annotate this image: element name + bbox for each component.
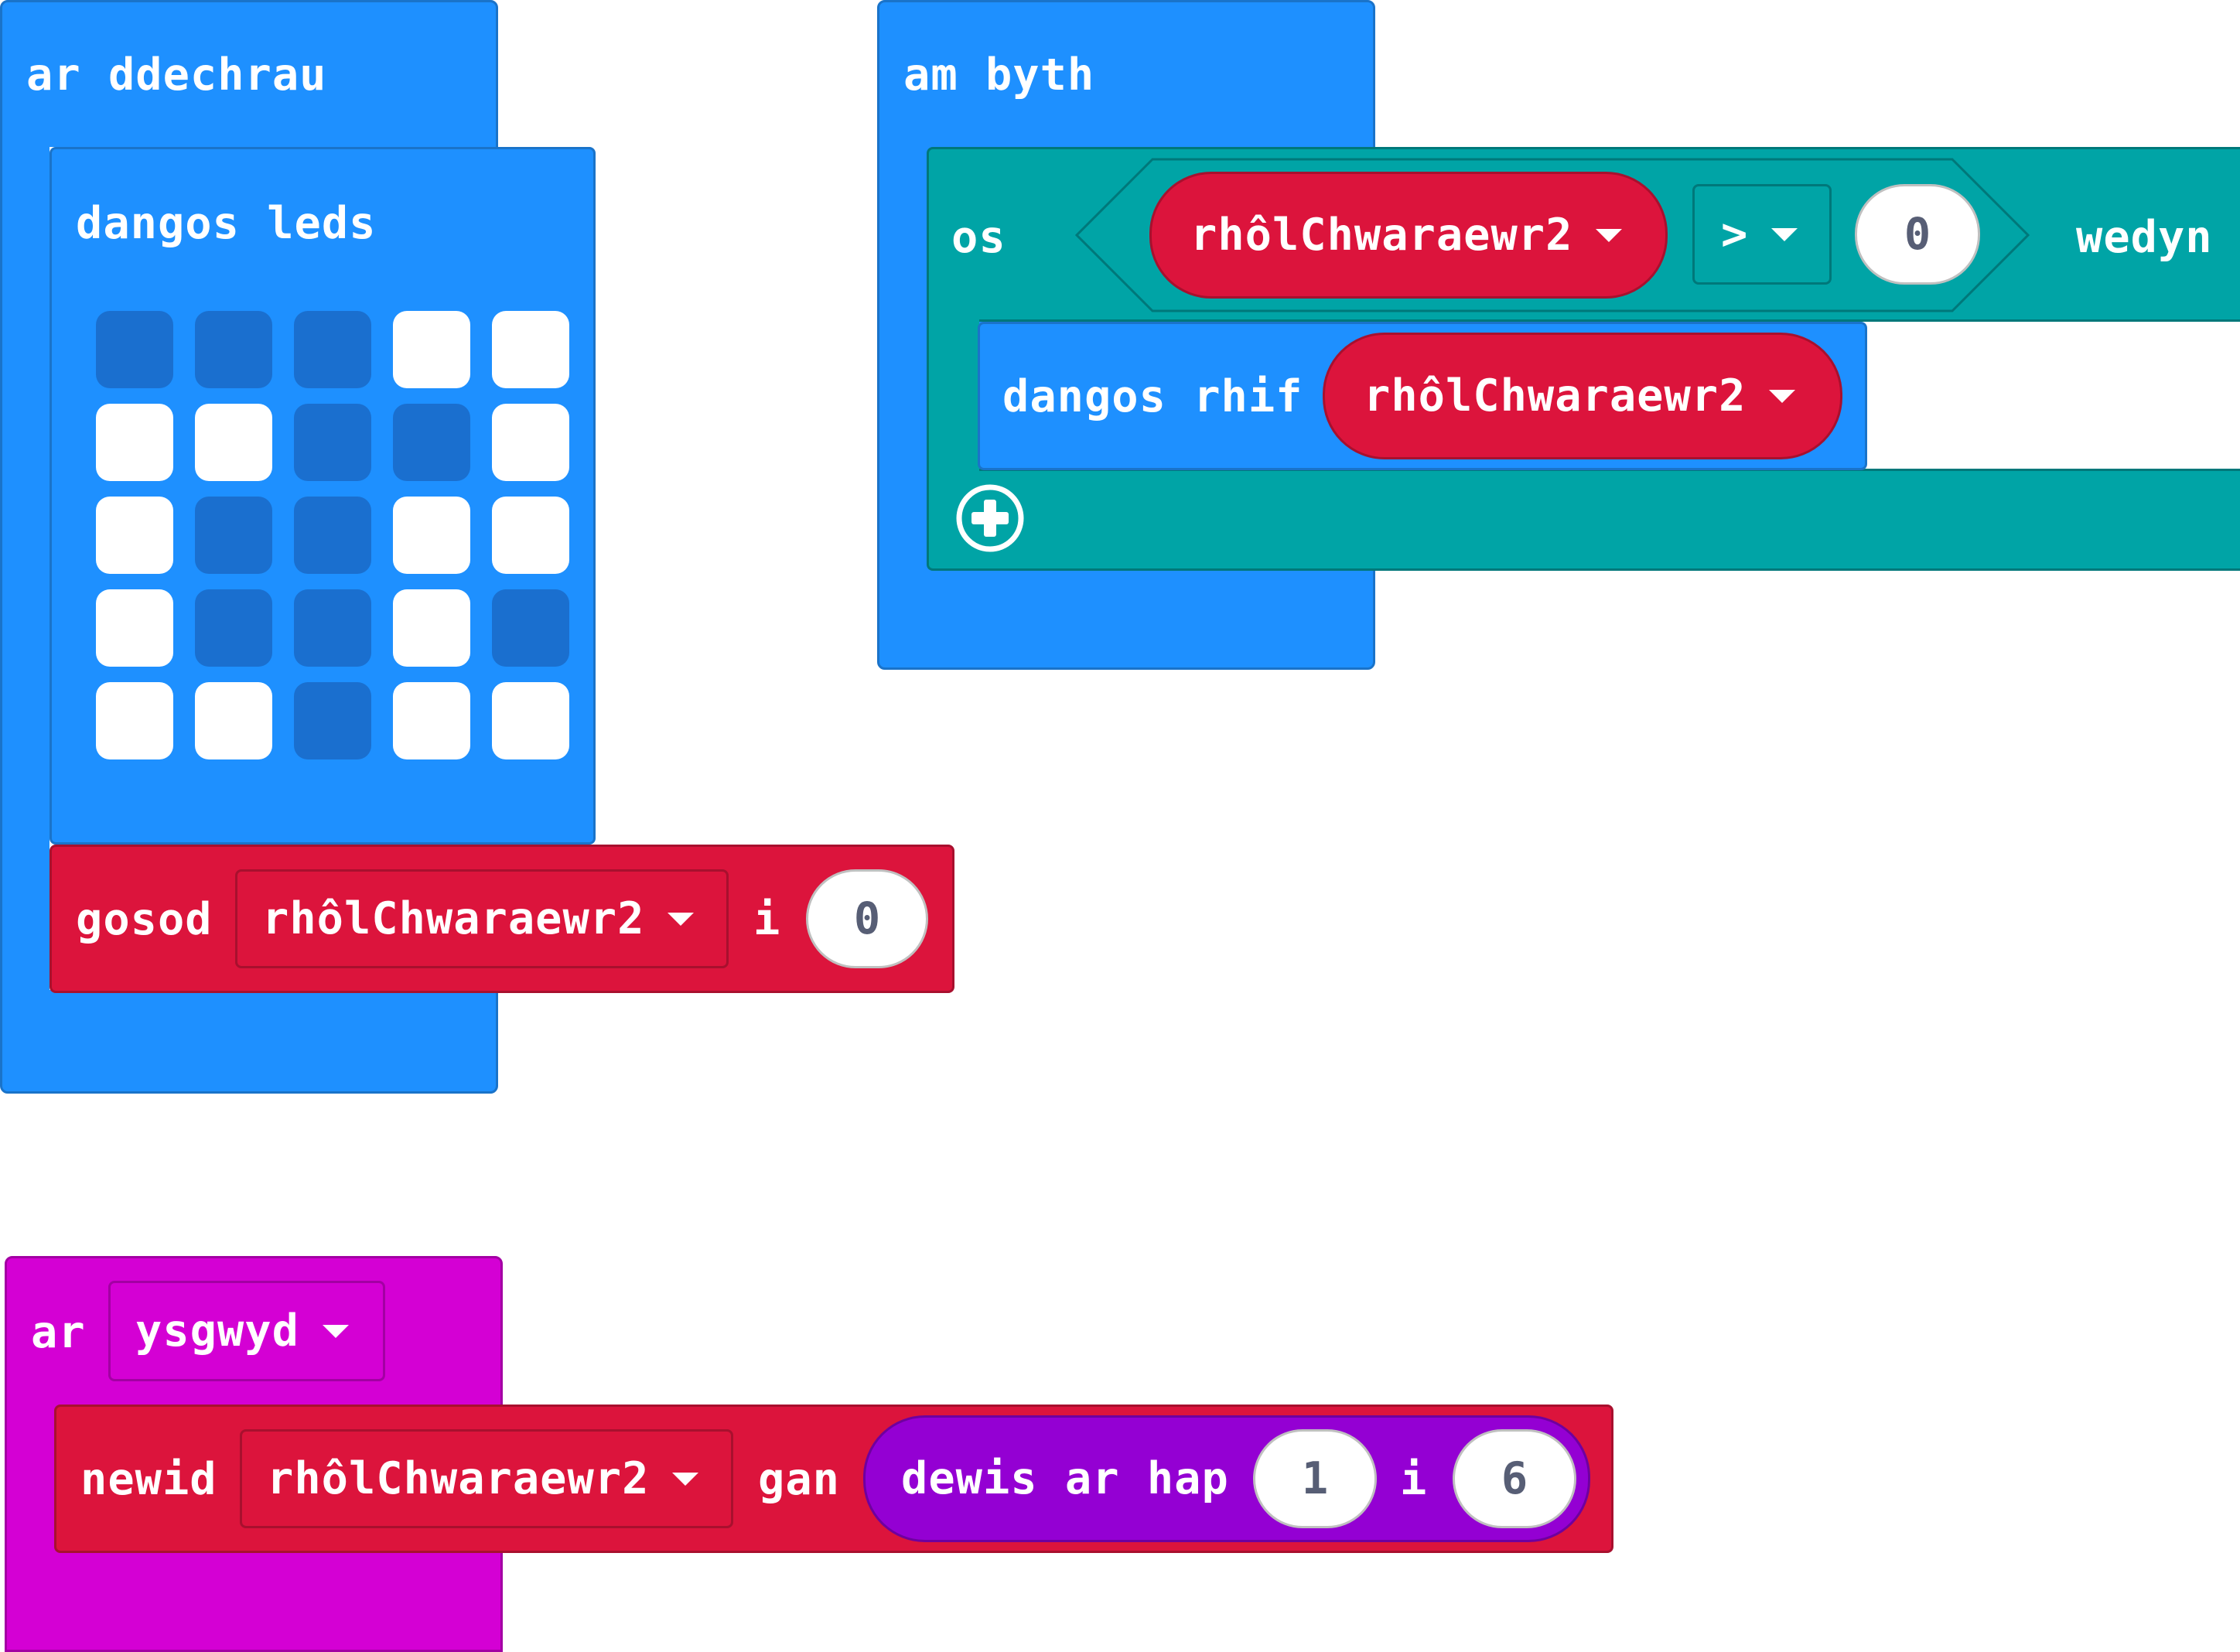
led-cell[interactable] [195, 404, 272, 481]
forever-label: am byth [903, 49, 1095, 101]
set-label: gosod [76, 894, 213, 945]
then-label: wedyn [2076, 212, 2213, 263]
operator-dropdown[interactable]: > [1692, 184, 1832, 285]
random-to-input[interactable]: 6 [1453, 1429, 1576, 1528]
show-leds-label: dangos leds [76, 198, 377, 249]
if-label: os [951, 212, 1006, 263]
led-cell[interactable] [96, 497, 173, 574]
led-cell[interactable] [195, 682, 272, 759]
event-option: ysgwyd [135, 1306, 299, 1357]
led-cell[interactable] [492, 404, 569, 481]
set-variable-name: rhôlChwaraewr2 [262, 893, 645, 944]
operator-symbol: > [1721, 209, 1749, 260]
by-label: gan [758, 1454, 840, 1505]
led-cell[interactable] [195, 311, 272, 388]
set-value-input[interactable]: 0 [806, 869, 928, 968]
chevron-down-icon [322, 1324, 349, 1338]
led-cell[interactable] [393, 311, 470, 388]
change-variable-dropdown[interactable]: rhôlChwaraewr2 [240, 1429, 733, 1528]
chevron-down-icon [672, 1472, 699, 1486]
show-number-label: dangos rhif [1002, 371, 1303, 422]
led-cell[interactable] [96, 682, 173, 759]
led-cell[interactable] [294, 589, 371, 667]
on-start-label: ar ddechrau [26, 49, 327, 101]
led-cell[interactable] [294, 311, 371, 388]
show-number-variable-name: rhôlChwaraewr2 [1364, 370, 1747, 422]
led-cell[interactable] [492, 589, 569, 667]
random-from-input[interactable]: 1 [1253, 1429, 1377, 1528]
random-label: dewis ar hap [901, 1453, 1229, 1504]
set-to-label: i [753, 894, 781, 945]
led-cell[interactable] [294, 682, 371, 759]
on-shake-label: ar [31, 1307, 86, 1358]
event-dropdown[interactable]: ysgwyd [108, 1281, 385, 1381]
led-cell[interactable] [294, 404, 371, 481]
led-cell[interactable] [294, 497, 371, 574]
if-block-spine [927, 317, 979, 473]
led-cell[interactable] [492, 497, 569, 574]
condition-variable-name: rhôlChwaraewr2 [1190, 210, 1573, 261]
led-cell[interactable] [393, 497, 470, 574]
led-cell[interactable] [195, 497, 272, 574]
change-label: newid [80, 1454, 217, 1505]
chevron-down-icon [1771, 227, 1798, 241]
led-cell[interactable] [96, 589, 173, 667]
led-grid[interactable] [96, 311, 572, 759]
led-cell[interactable] [492, 311, 569, 388]
if-block-bottom [927, 469, 2240, 571]
condition-variable-reporter[interactable]: rhôlChwaraewr2 [1149, 172, 1668, 299]
led-cell[interactable] [393, 682, 470, 759]
add-else-plus-icon[interactable] [954, 483, 1026, 554]
led-cell[interactable] [96, 404, 173, 481]
led-cell[interactable] [393, 404, 470, 481]
chevron-down-icon [1596, 228, 1623, 242]
chevron-down-icon [1769, 389, 1796, 403]
led-cell[interactable] [195, 589, 272, 667]
set-variable-dropdown[interactable]: rhôlChwaraewr2 [235, 869, 729, 968]
led-cell[interactable] [96, 311, 173, 388]
change-variable-name: rhôlChwaraewr2 [267, 1453, 650, 1504]
random-to-label: i [1400, 1454, 1428, 1505]
compare-value-input[interactable]: 0 [1855, 184, 1980, 285]
show-number-variable-reporter[interactable]: rhôlChwaraewr2 [1323, 333, 1842, 459]
led-cell[interactable] [393, 589, 470, 667]
led-cell[interactable] [492, 682, 569, 759]
chevron-down-icon [668, 912, 695, 926]
